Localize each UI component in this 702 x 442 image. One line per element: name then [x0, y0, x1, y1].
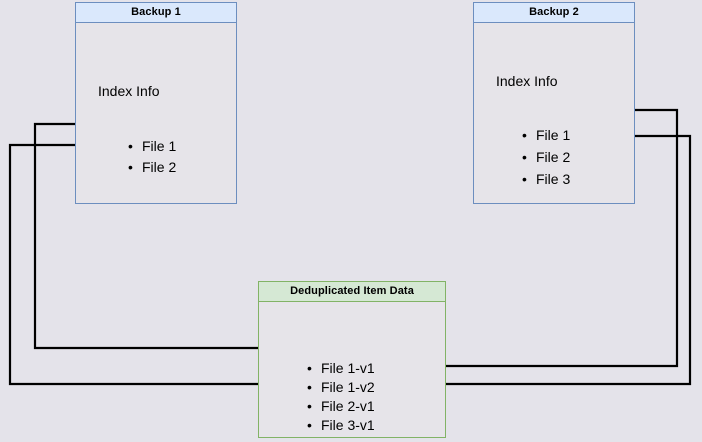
list-item: File 2 [128, 157, 176, 178]
backup1-node[interactable]: Backup 1 Index Info File 1 File 2 [75, 2, 237, 204]
dedup-file-list: File 1-v1 File 1-v2 File 2-v1 File 3-v1 [307, 359, 375, 435]
backup1-caption: Index Info [98, 83, 160, 99]
backup2-node[interactable]: Backup 2 Index Info File 1 File 2 File 3 [473, 2, 635, 204]
list-item: File 1 [128, 136, 176, 157]
dedup-node[interactable]: Deduplicated Item Data File 1-v1 File 1-… [258, 281, 446, 438]
list-item: File 2-v1 [307, 397, 375, 416]
list-item: File 1-v2 [307, 378, 375, 397]
edge-backup1-file2-to-dedup-file2v1 [8, 143, 299, 388]
backup2-file-list: File 1 File 2 File 3 [522, 124, 570, 190]
list-item: File 3-v1 [307, 416, 375, 435]
backup1-header: Backup 1 [76, 3, 236, 23]
list-item: File 1-v1 [307, 359, 375, 378]
list-item: File 2 [522, 146, 570, 168]
backup2-header: Backup 2 [474, 3, 634, 23]
backup2-caption: Index Info [496, 73, 558, 89]
edge-backup2-file2-to-dedup-file2v1 [391, 134, 692, 388]
edge-backup2-file1-to-dedup-file1v2 [391, 108, 679, 370]
list-item: File 1 [522, 124, 570, 146]
dedup-header: Deduplicated Item Data [259, 282, 445, 302]
list-item: File 3 [522, 168, 570, 190]
backup1-file-list: File 1 File 2 [128, 136, 176, 178]
